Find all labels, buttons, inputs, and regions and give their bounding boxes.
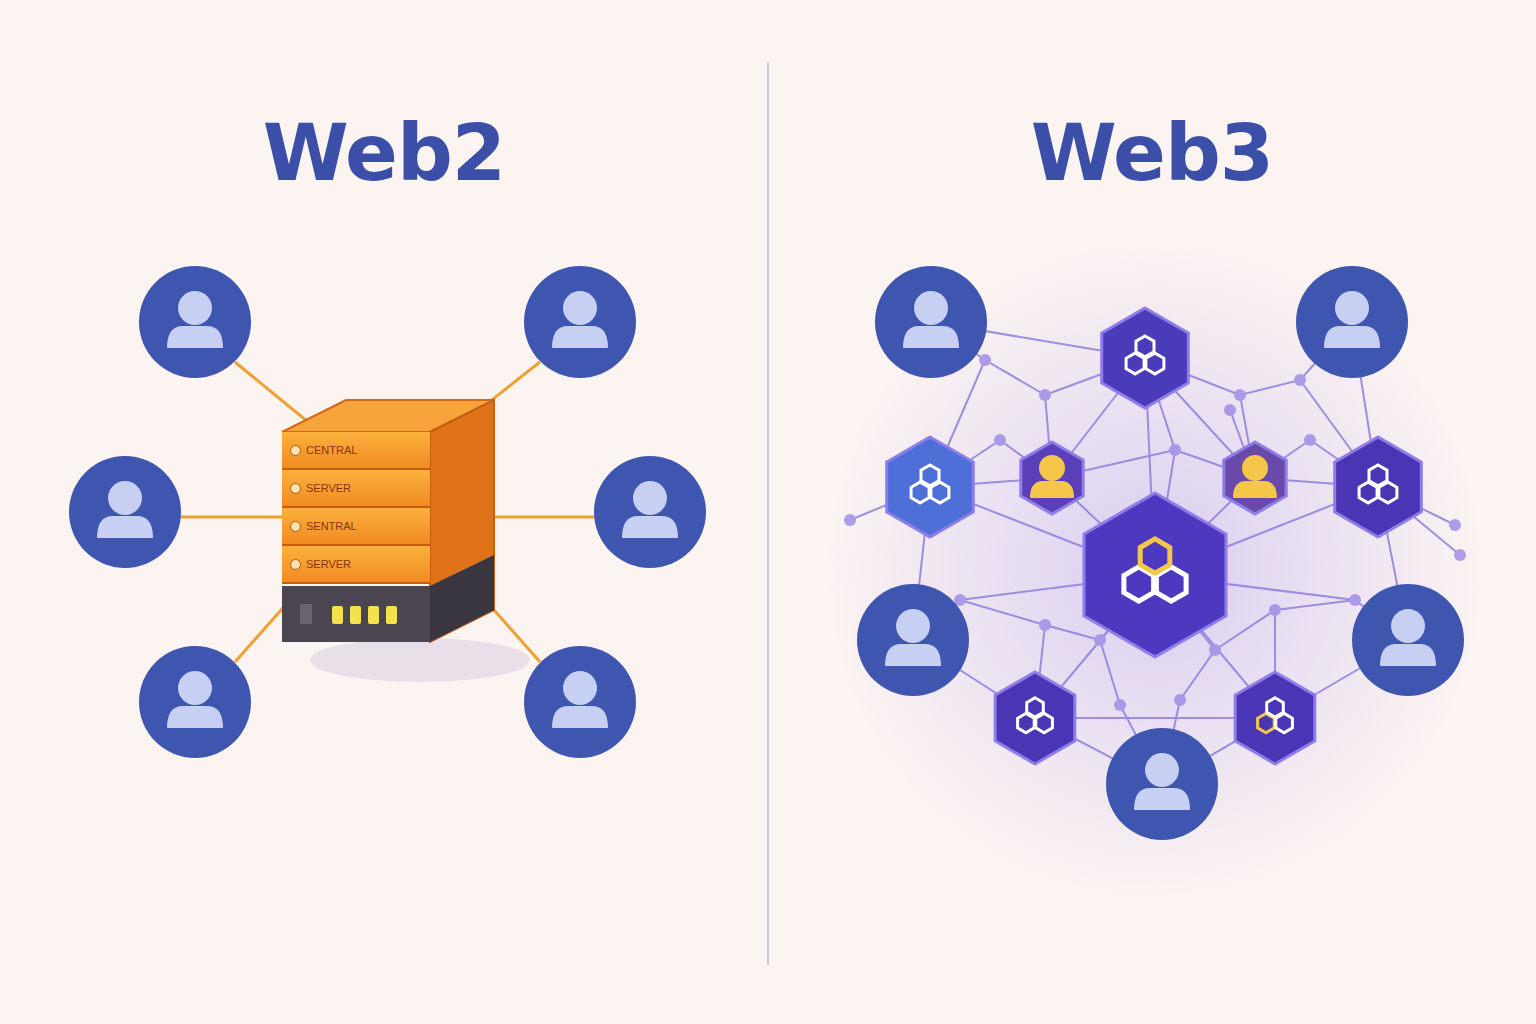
server-label: CENTRAL [306, 444, 357, 456]
status-light [290, 521, 301, 532]
section-title: Web3 [1031, 108, 1273, 198]
server-layer: SERVER [282, 546, 430, 584]
server-layer: SERVER [282, 470, 430, 508]
central-server: CENTRAL SERVER SENTRAL SERVER [282, 432, 430, 584]
server-layer: SENTRAL [282, 508, 430, 546]
section-title: Web2 [263, 108, 505, 198]
server-layer: CENTRAL [282, 432, 430, 470]
server-label: SERVER [306, 482, 351, 494]
server-label: SERVER [306, 558, 351, 570]
status-light [290, 445, 301, 456]
server-label: SENTRAL [306, 520, 357, 532]
wires [181, 362, 594, 662]
status-light [290, 483, 301, 494]
status-light [290, 559, 301, 570]
